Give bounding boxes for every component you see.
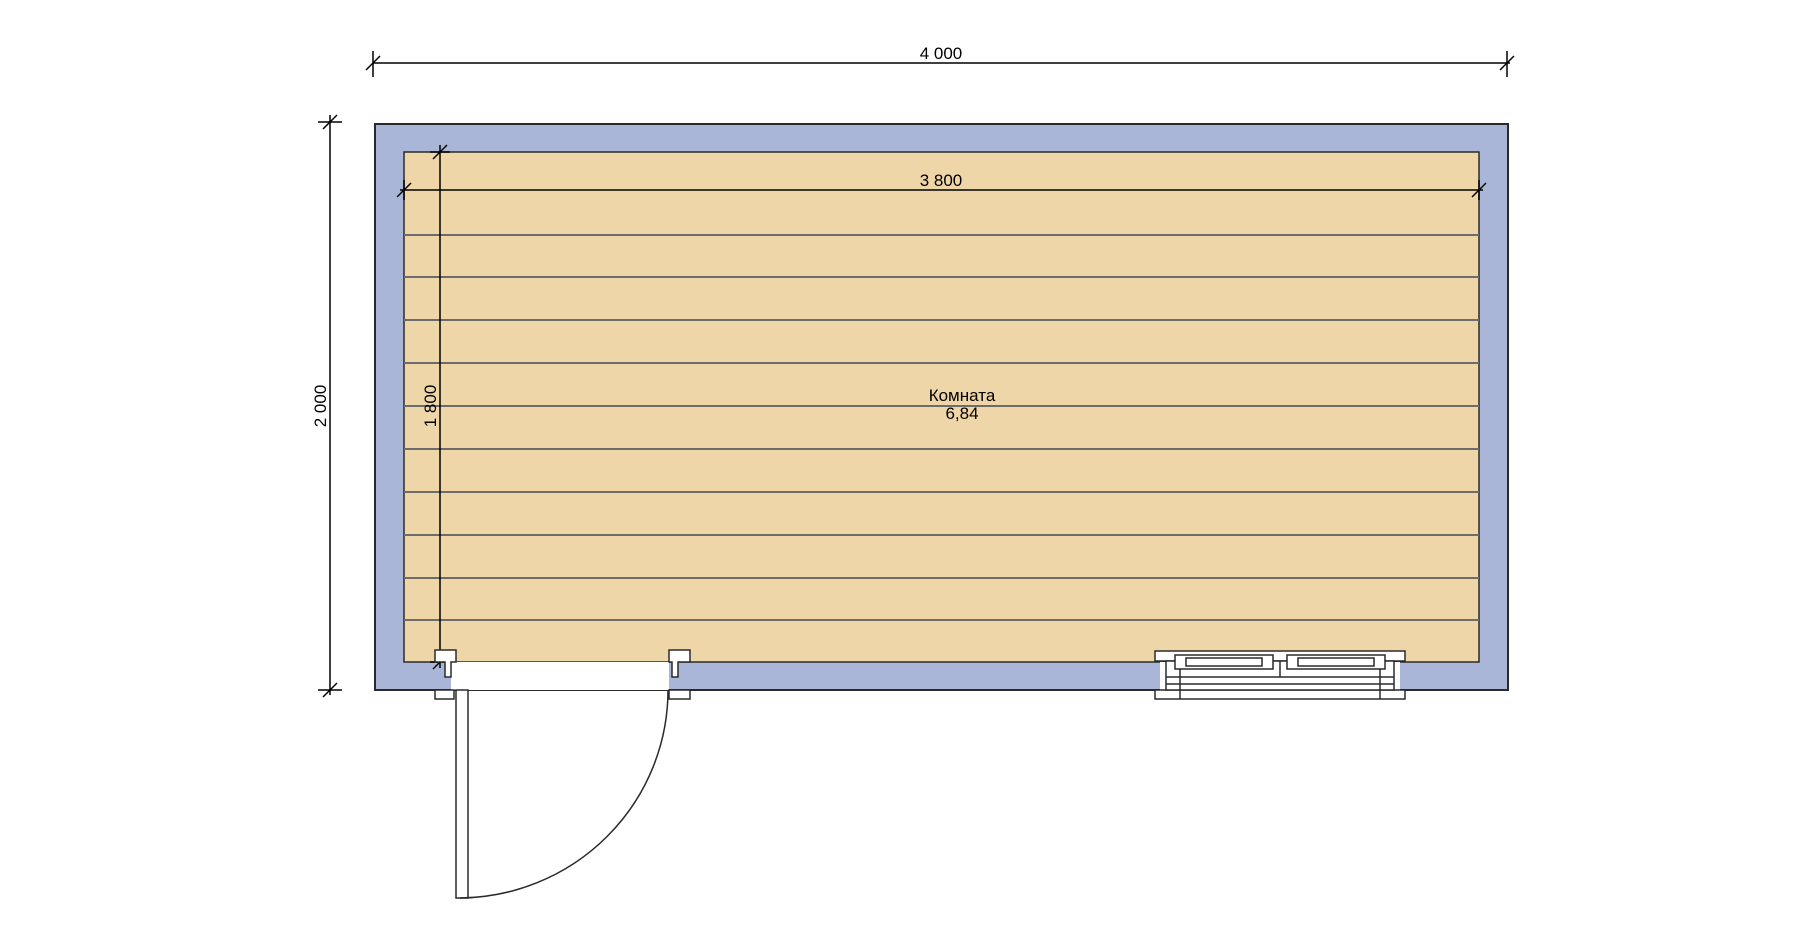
window-pane-right: [1297, 657, 1375, 667]
outer-width-label: 4 000: [920, 44, 963, 63]
door-leaf: [455, 689, 469, 899]
inner-width-label: 3 800: [920, 171, 963, 190]
room-area-label: 6,84: [945, 404, 978, 423]
dimension-outer-width: [365, 51, 1515, 77]
window-pane-left: [1185, 657, 1263, 667]
door-jamb-right: [668, 649, 691, 678]
dimension-inner-width: [396, 180, 1487, 200]
door: [434, 649, 691, 899]
dimension-outer-height: [318, 114, 342, 698]
door-opening: [451, 662, 669, 690]
door-jamb-right-base: [668, 689, 691, 700]
window-sill: [1154, 689, 1406, 700]
door-jamb-left: [434, 649, 457, 678]
door-swing-arc: [459, 689, 669, 899]
window: [1154, 650, 1406, 700]
floor-planks: [404, 234, 1479, 621]
door-jamb-left-base: [434, 689, 455, 700]
room-name-label: Комната: [929, 386, 996, 405]
outer-height-label: 2 000: [311, 385, 330, 428]
inner-height-label: 1 800: [421, 385, 440, 428]
